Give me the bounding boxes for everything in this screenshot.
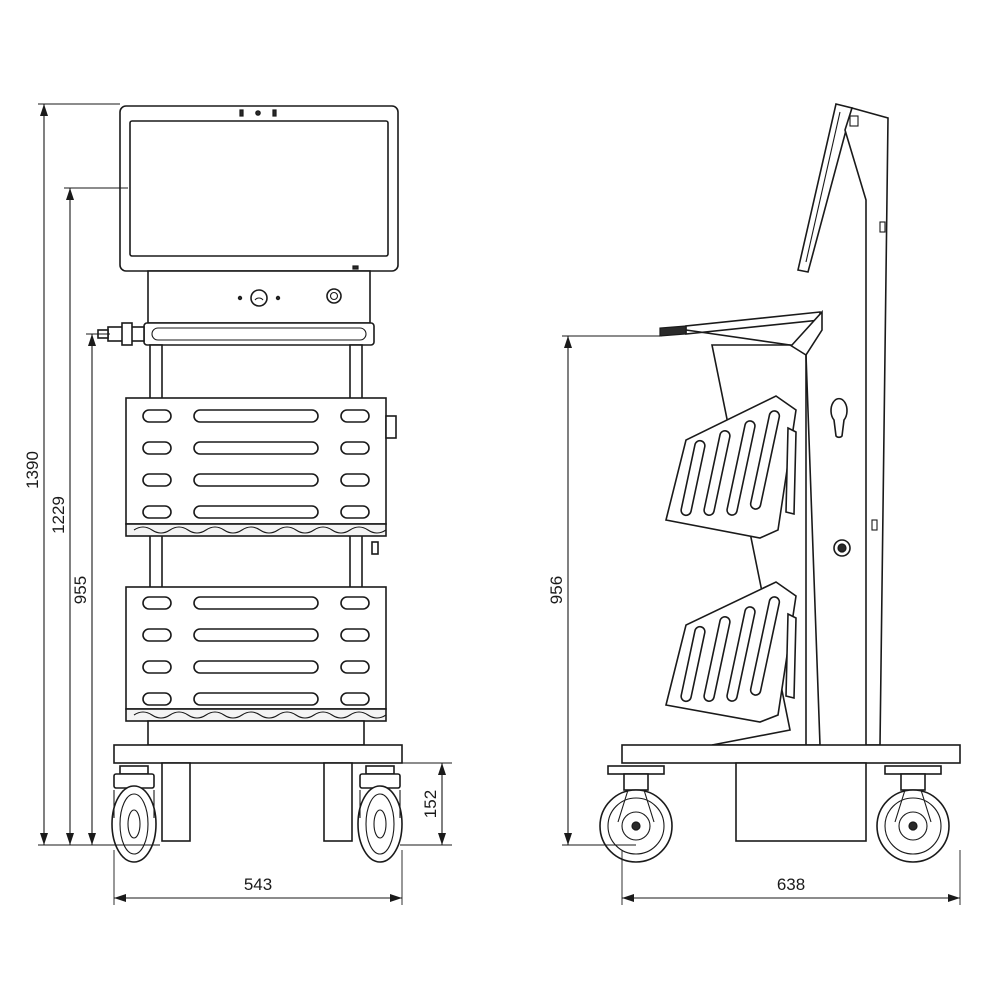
dim-front-width: 543 [244, 875, 272, 894]
side-base-box [735, 762, 867, 842]
front-right-caster [357, 765, 403, 863]
side-right-caster [876, 765, 950, 863]
handle-bar [143, 322, 375, 346]
lower-basket [125, 586, 387, 722]
dim-side-depth: 638 [777, 875, 805, 894]
monitor-screen [129, 120, 389, 257]
front-base-top [147, 720, 365, 746]
front-base [113, 744, 403, 764]
camera-icon [255, 110, 261, 116]
power-button-icon [250, 289, 268, 307]
side-arm [685, 311, 821, 335]
knob-icon [326, 288, 342, 304]
front-left-caster [111, 765, 157, 863]
monitor-frame [119, 105, 399, 272]
side-view [599, 103, 961, 863]
dim-total-height: 1390 [23, 451, 42, 489]
dimension-labels: 1390 1229 955 152 543 956 638 [23, 451, 805, 894]
dim-handle-height: 955 [71, 576, 90, 604]
side-monitor [797, 103, 853, 273]
side-upper-tray [665, 395, 797, 539]
upper-basket [125, 397, 397, 537]
side-left-caster [599, 765, 673, 863]
side-lower-tray [665, 581, 797, 723]
side-column [844, 107, 889, 746]
dim-monitor-height: 1229 [49, 496, 68, 534]
dim-side-height: 956 [547, 576, 566, 604]
column-head [147, 270, 371, 324]
side-base [621, 744, 961, 764]
dim-caster-height: 152 [421, 790, 440, 818]
dimension-lines [38, 103, 961, 905]
front-view [97, 105, 403, 863]
